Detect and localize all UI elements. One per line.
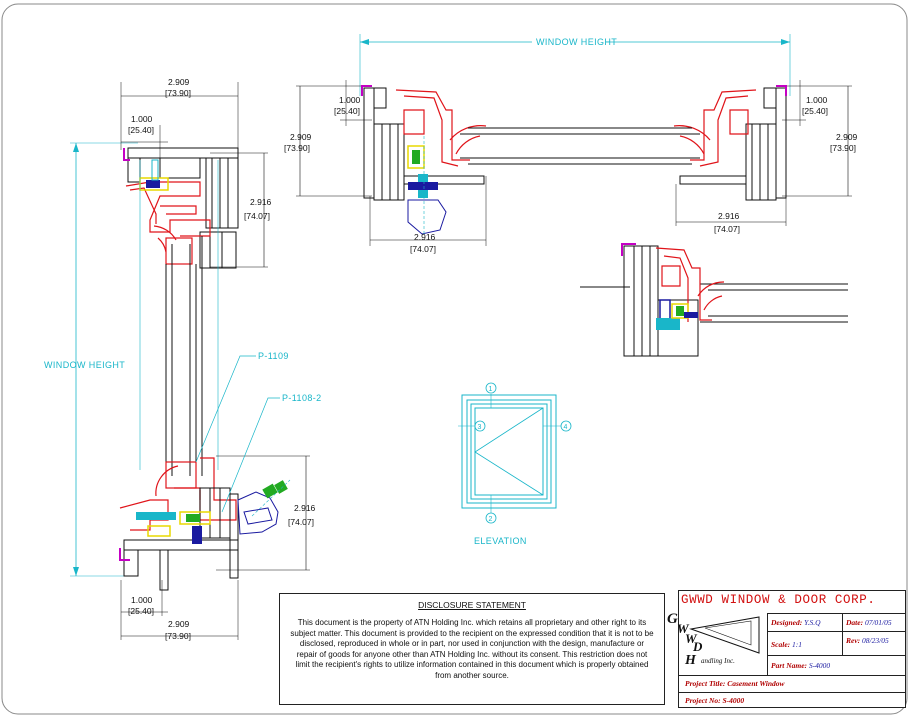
top-offset-dim: 1.000 xyxy=(131,114,153,124)
rev-label: Rev: xyxy=(846,636,861,645)
project-title-value: Casement Window xyxy=(727,679,785,688)
top-width-dim: 2.909 xyxy=(168,77,190,87)
left-offset-dim: 1.000 xyxy=(339,95,361,105)
project-title-label: Project Title: xyxy=(685,679,726,688)
scale-row: Scale: 1:1 Rev: 08/23/05 xyxy=(767,631,905,656)
vertical-section: WINDOW HEIGHT 2.909 [73.90] 1.000 [25.40… xyxy=(44,77,322,641)
logo-letter-h: H xyxy=(685,653,696,668)
disclosure-box: DISCLOSURE STATEMENT This document is th… xyxy=(279,593,665,705)
part-label: Part Name: xyxy=(771,661,808,670)
scale-value: 1:1 xyxy=(792,640,803,649)
logo-triangle-icon xyxy=(689,616,760,654)
disclosure-title: DISCLOSURE STATEMENT xyxy=(418,600,526,610)
designed-row: Designed: Y.S.Q Date: 07/01/05 xyxy=(767,613,905,632)
company-name: GWWD WINDOW & DOOR CORP. xyxy=(681,593,876,607)
company-logo: G W W D H andling Inc. xyxy=(667,611,767,675)
right-sash-dim: 2.916 xyxy=(718,211,740,221)
left-offset-dim-metric: [25.40] xyxy=(334,106,360,116)
date-label: Date: xyxy=(846,618,864,627)
logo-letter-d: D xyxy=(693,639,703,654)
hardware-detail xyxy=(580,243,848,357)
elevation-marker-3: 3 xyxy=(478,424,482,431)
left-sash-dim: 2.916 xyxy=(414,232,436,242)
callout-p1109: P-1109 xyxy=(258,351,289,361)
operator-depth-dim-metric: [74.07] xyxy=(288,517,314,527)
left-depth-dim: 2.909 xyxy=(290,132,312,142)
right-depth-dim: 2.909 xyxy=(836,132,858,142)
rev-value: 08/23/05 xyxy=(862,636,889,645)
elevation-marker-4: 4 xyxy=(564,424,568,431)
top-offset-dim-metric: [25.40] xyxy=(128,125,154,135)
project-no-value: S-4000 xyxy=(722,696,745,705)
designed-label: Designed: xyxy=(771,618,803,627)
logo-letter-g: G xyxy=(667,611,678,627)
operator-depth-dim: 2.916 xyxy=(294,503,316,513)
project-no-label: Project No: xyxy=(685,696,721,705)
sash-depth-dim-metric: [74.07] xyxy=(244,211,270,221)
logo-handling-text: andling Inc. xyxy=(701,657,735,665)
project-no-row: Project No: S-4000 xyxy=(679,692,905,708)
elevation-marker-1: 1 xyxy=(489,386,493,393)
bottom-offset-dim: 1.000 xyxy=(131,595,153,605)
sheet-border xyxy=(1,3,908,715)
bottom-width-dim-metric: [73.90] xyxy=(165,631,191,641)
right-offset-dim: 1.000 xyxy=(806,95,828,105)
right-offset-dim-metric: [25.40] xyxy=(802,106,828,116)
sash-depth-dim: 2.916 xyxy=(250,197,272,207)
left-depth-dim-metric: [73.90] xyxy=(284,143,310,153)
top-width-dim-metric: [73.90] xyxy=(165,88,191,98)
logo-letter-w1: W xyxy=(677,621,689,636)
elevation-marker-2: 2 xyxy=(489,516,493,523)
designed-value: Y.S.Q xyxy=(804,618,821,627)
window-height-label-left: WINDOW HEIGHT xyxy=(44,360,125,370)
title-block: GWWD WINDOW & DOOR CORP. G W W D H andli… xyxy=(667,590,906,708)
project-title-row: Project Title: Casement Window xyxy=(679,675,905,692)
scale-label: Scale: xyxy=(771,640,791,649)
window-height-label-top: WINDOW HEIGHT xyxy=(536,37,617,47)
bottom-width-dim: 2.909 xyxy=(168,619,190,629)
left-sash-dim-metric: [74.07] xyxy=(410,244,436,254)
part-row: Part Name: S-4000 xyxy=(767,655,905,675)
right-sash-dim-metric: [74.07] xyxy=(714,224,740,234)
logo-letter-w2: W xyxy=(685,631,697,646)
bottom-offset-dim-metric: [25.40] xyxy=(128,606,154,616)
elevation-label: ELEVATION xyxy=(474,536,527,546)
callout-p1108: P-1108-2 xyxy=(282,393,322,403)
date-value: 07/01/05 xyxy=(864,618,892,627)
elevation-view: 1 2 3 4 ELEVATION xyxy=(458,382,572,546)
disclosure-body: This document is the property of ATN Hol… xyxy=(290,618,654,680)
horizontal-section: WINDOW HEIGHT 1.000 [25.40] 2.909 [73.90… xyxy=(284,34,858,254)
part-value: S-4000 xyxy=(808,661,831,670)
right-depth-dim-metric: [73.90] xyxy=(830,143,856,153)
